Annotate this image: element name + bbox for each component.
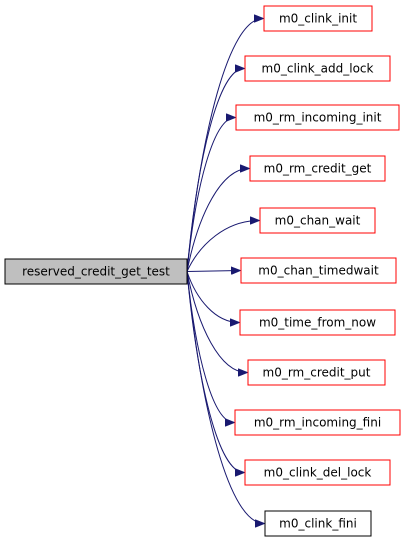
callee-node-m0-chan-timedwait-box [240,257,397,284]
call-nodes: reserved_credit_get_test m0_clink_init m0_… [4,5,401,537]
callee-node-m0-clink-add-lock-label: m0_clink_add_lock [262,62,374,76]
callee-node-m0-rm-incoming-fini[interactable]: m0_rm_incoming_fini [234,409,401,436]
callee-node-m0-clink-del-lock-box [244,459,391,486]
callee-node-m0-time-from-now[interactable]: m0_time_from_now [239,309,396,336]
edge-to-m0-rm-credit-get [186,169,249,272]
root-function-node-label: reserved_credit_get_test [22,265,170,279]
callee-node-m0-rm-incoming-fini-label: m0_rm_incoming_fini [254,416,381,430]
edge-to-m0-rm-incoming-fini [186,271,234,423]
edge-to-m0-clink-fini [186,271,264,524]
root-function-node-box [4,258,188,285]
callee-node-m0-rm-credit-get-box [249,155,386,182]
callee-node-m0-rm-incoming-fini-box [234,409,401,436]
callee-node-m0-clink-init[interactable]: m0_clink_init [263,5,373,32]
callee-node-m0-chan-wait[interactable]: m0_chan_wait [259,207,376,234]
callee-node-m0-time-from-now-label: m0_time_from_now [259,316,376,330]
callee-node-m0-clink-add-lock-box [244,55,391,82]
edge-to-m0-rm-credit-put [186,271,247,373]
callee-node-m0-chan-wait-label: m0_chan_wait [275,214,361,228]
call-edges [186,19,264,524]
root-function-node[interactable]: reserved_credit_get_test [4,258,188,285]
edge-to-m0-chan-wait [186,221,259,272]
callee-node-m0-rm-credit-get-label: m0_rm_credit_get [264,162,372,176]
callee-node-m0-chan-wait-box [259,207,376,234]
callee-node-m0-clink-fini[interactable]: m0_clink_fini [264,510,372,537]
callee-node-m0-clink-fini-box [264,510,372,537]
callee-node-m0-rm-credit-put-label: m0_rm_credit_put [263,366,371,380]
callee-node-m0-clink-del-lock-label: m0_clink_del_lock [264,466,372,480]
callee-node-m0-rm-incoming-init[interactable]: m0_rm_incoming_init [235,104,400,131]
callee-node-m0-rm-credit-put[interactable]: m0_rm_credit_put [247,359,386,386]
callee-node-m0-clink-add-lock[interactable]: m0_clink_add_lock [244,55,391,82]
callee-node-m0-rm-credit-get[interactable]: m0_rm_credit_get [249,155,386,182]
callee-node-m0-clink-init-label: m0_clink_init [279,12,357,26]
edge-to-m0-chan-timedwait [186,271,240,272]
callee-node-m0-chan-timedwait-label: m0_chan_timedwait [258,264,379,278]
callee-node-m0-time-from-now-box [239,309,396,336]
callee-node-m0-clink-init-box [263,5,373,32]
callee-node-m0-rm-incoming-init-label: m0_rm_incoming_init [254,111,382,125]
edge-to-m0-rm-incoming-init [186,118,235,272]
callee-node-m0-rm-credit-put-box [247,359,386,386]
edge-to-m0-time-from-now [186,271,239,323]
callee-node-m0-rm-incoming-init-box [235,104,400,131]
edge-to-m0-clink-add-lock [186,69,244,272]
callee-node-m0-clink-del-lock[interactable]: m0_clink_del_lock [244,459,391,486]
callee-node-m0-clink-fini-label: m0_clink_fini [279,517,357,531]
callee-node-m0-chan-timedwait[interactable]: m0_chan_timedwait [240,257,397,284]
